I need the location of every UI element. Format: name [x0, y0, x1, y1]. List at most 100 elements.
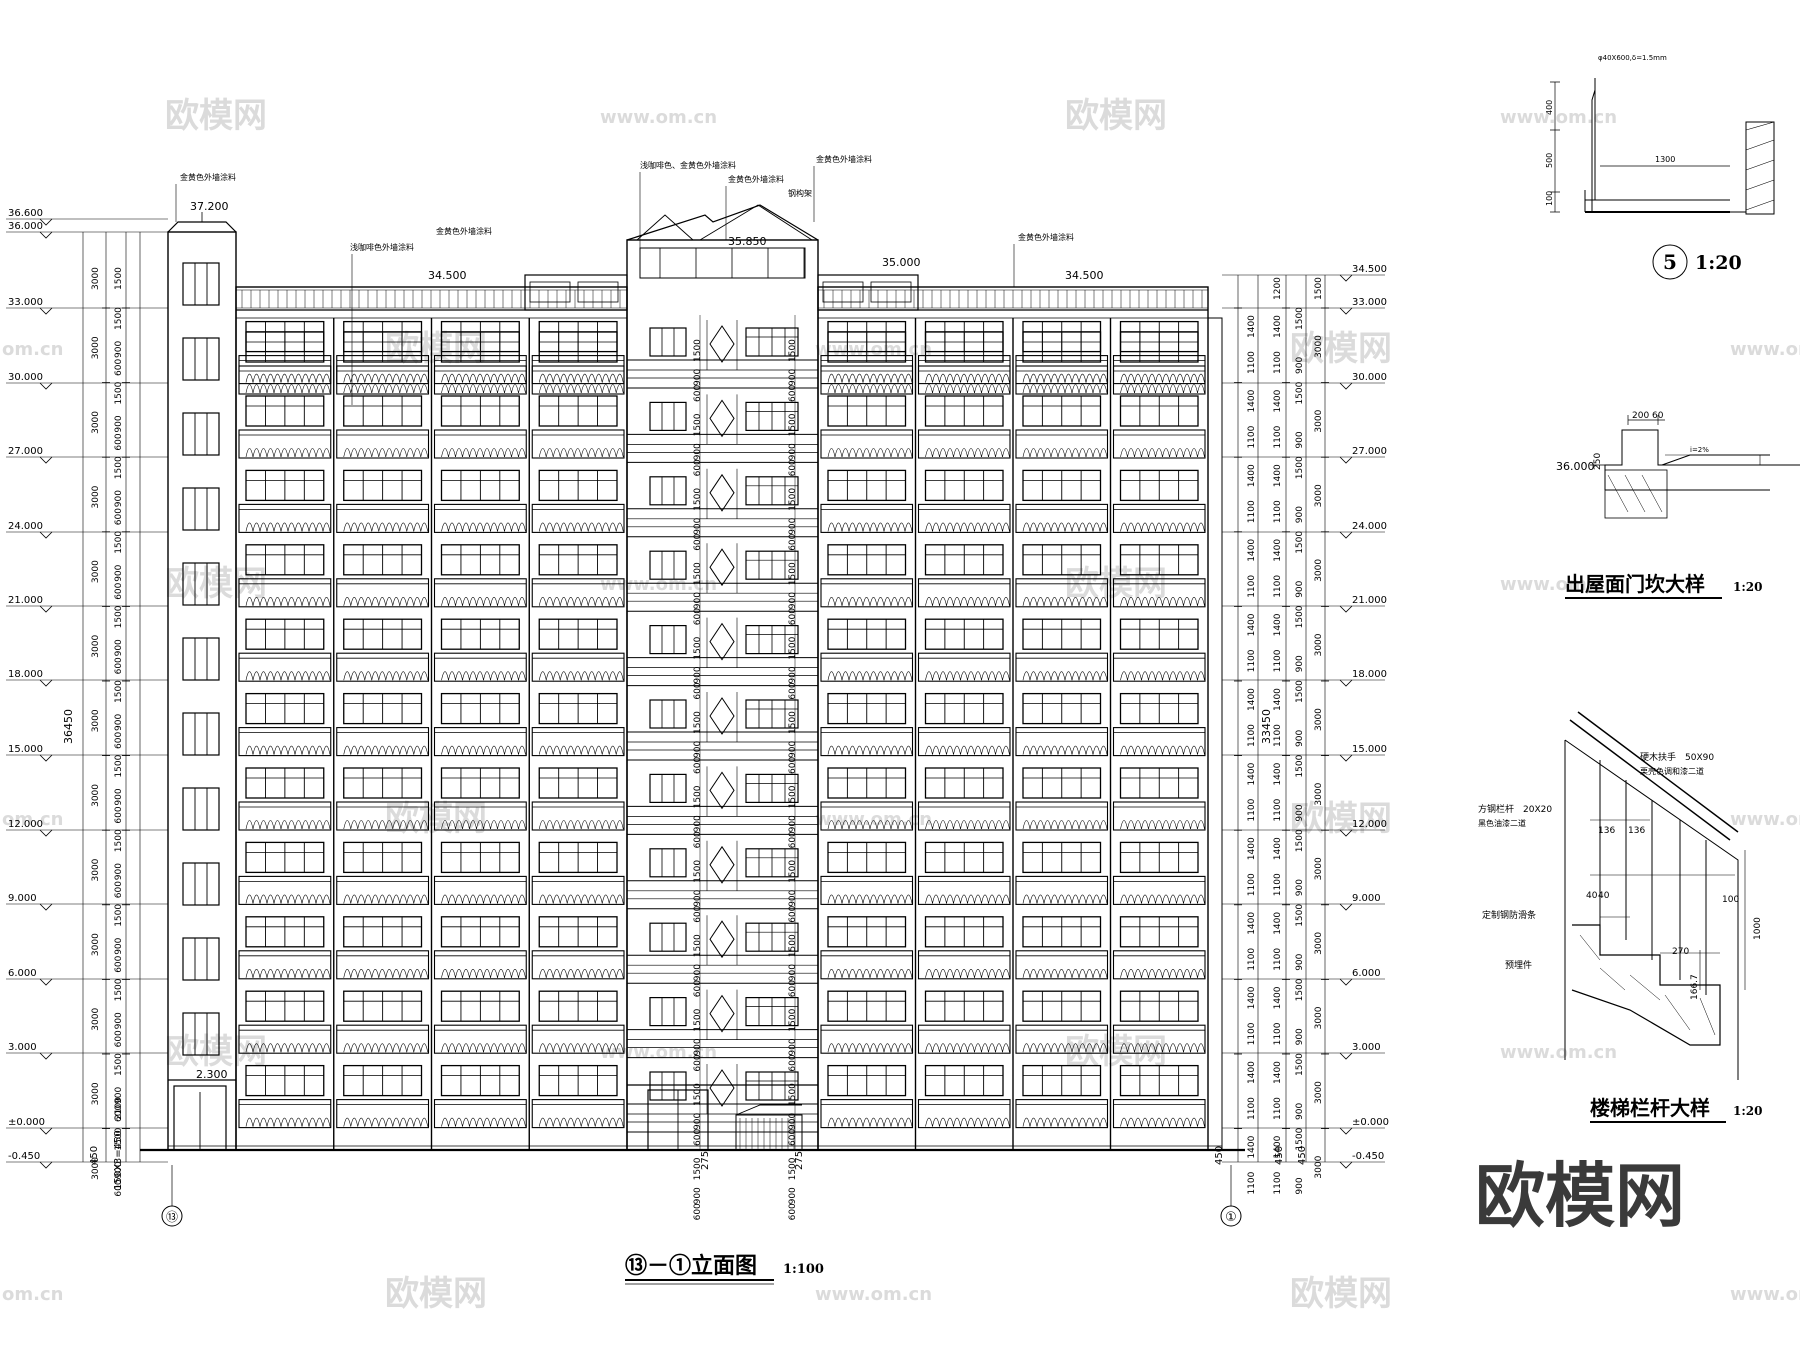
total-height-right: 33450: [1260, 709, 1273, 744]
watermark: om.cn: [2, 809, 63, 830]
dimension-text: 600: [693, 608, 703, 625]
dimension-text: 1500: [114, 904, 124, 927]
dimension-text: 1500: [1295, 978, 1305, 1001]
building-facade: [6, 166, 1385, 1206]
level-stair-top: 37.200: [190, 200, 229, 213]
dimension-text: 600: [693, 533, 703, 550]
dimension-text: 1100: [1247, 798, 1257, 821]
railing-scale: 1:20: [1733, 1104, 1762, 1118]
dimension-text: 1500: [114, 1053, 124, 1076]
dimension-text: 1100: [1247, 425, 1257, 448]
level-mark-right: 9.000: [1352, 893, 1381, 904]
dimension-text: 900: [1295, 580, 1305, 597]
dimension-text: 900: [114, 937, 124, 954]
dimension-text: 3000: [1314, 1081, 1324, 1104]
dimension-text: 600: [114, 508, 124, 525]
dimension-text: 900: [114, 564, 124, 581]
dimension-text: 600: [693, 1203, 703, 1220]
level-mark-left: 21.000: [8, 595, 43, 606]
dimension-text: 600: [114, 433, 124, 450]
detail-threshold: [1590, 415, 1800, 519]
dimension-text: 3000: [1314, 857, 1324, 880]
dimension-text: 1400: [1273, 1135, 1283, 1158]
watermark: www.om.cn: [815, 339, 932, 360]
dimension-text: 3000: [1314, 1155, 1324, 1178]
dimension-text: 1500: [1295, 307, 1305, 330]
material-note: 浅咖啡色、金黄色外墙涂料: [640, 160, 736, 170]
level-mark-left: 33.000: [8, 297, 43, 308]
dimension-text: 1100: [1247, 873, 1257, 896]
watermark: 欧模网: [1290, 1274, 1392, 1314]
dimension-text: 600: [788, 1203, 798, 1220]
dim-steps: 150X3=450: [113, 1130, 124, 1190]
threshold-title: 出屋面门坎大样: [1565, 572, 1705, 596]
dimension-text: 1100: [1273, 351, 1283, 374]
dimension-text: 1400: [1247, 315, 1257, 338]
dimension-text: 900: [114, 415, 124, 432]
dimension-text: 1100: [1247, 500, 1257, 523]
dimension-text: 1500: [114, 680, 124, 703]
dimension-text: 3000: [1314, 409, 1324, 432]
level-mark-left: 3.000: [8, 1042, 37, 1053]
dimension-text: 1400: [1247, 986, 1257, 1009]
dim: 40: [1598, 891, 1610, 901]
dimension-text: 1500: [788, 785, 798, 808]
dimension-text: 900: [114, 863, 124, 880]
dimension-text: 1500: [693, 413, 703, 436]
level-mark-right: 27.000: [1352, 446, 1387, 457]
dimension-text: 1100: [1247, 649, 1257, 672]
dimension-text: 900: [788, 1187, 798, 1204]
material-note: 金黄色外墙涂料: [436, 226, 492, 236]
dimension-text: 1400: [1273, 1061, 1283, 1084]
dimension-text: 1100: [1273, 500, 1283, 523]
dimension-text: 1500: [1295, 754, 1305, 777]
material-note: 金黄色外墙涂料: [728, 174, 784, 184]
dimension-text: 600: [788, 905, 798, 922]
dim-right-base: 450: [1214, 1146, 1225, 1165]
dimension-text: 1400: [1247, 389, 1257, 412]
dimension-text: 1100: [1273, 425, 1283, 448]
watermark: 欧模网: [1290, 329, 1392, 369]
dimension-text: 3000: [91, 858, 101, 881]
dimension-text: 1100: [1273, 1022, 1283, 1045]
dimension-text: 600: [114, 955, 124, 972]
watermark: om.cn: [2, 339, 63, 360]
dimension-text: 1500: [788, 1157, 798, 1180]
dim: 250: [1593, 453, 1603, 470]
level-mark-left: 24.000: [8, 521, 43, 532]
material-note: 钢构架: [788, 188, 812, 198]
dimension-text: 900: [788, 1113, 798, 1130]
dimension-text: 1500: [693, 339, 703, 362]
dimension-text: 900: [788, 815, 798, 832]
dimension-text: 900: [693, 815, 703, 832]
dimension-text: 900: [693, 517, 703, 534]
dimension-text: 600: [114, 1179, 124, 1196]
dimension-text: 900: [114, 788, 124, 805]
dimension-text: 1500: [1314, 277, 1324, 300]
dim: 200: [1632, 411, 1649, 421]
watermark: 欧模网: [1290, 799, 1392, 839]
dimension-text: 1500: [114, 605, 124, 628]
railing-embed: 预埋件: [1505, 959, 1532, 971]
watermark: 欧模网: [1065, 96, 1167, 136]
dimension-text: 1500: [788, 934, 798, 957]
dimension-text: 900: [1295, 655, 1305, 672]
dimension-text: 1500: [693, 488, 703, 511]
dim: 100: [1545, 191, 1554, 206]
dimension-text: 900: [788, 741, 798, 758]
dimension-text: 3000: [1314, 335, 1324, 358]
dimension-text: 3000: [1314, 633, 1324, 656]
dimension-text: 1400: [1273, 986, 1283, 1009]
dimension-text: 600: [788, 533, 798, 550]
dimension-text: 900: [114, 1087, 124, 1104]
dimension-text: 1500: [788, 711, 798, 734]
level-right-upper: 35.000: [882, 256, 921, 269]
railing-balusters: 方钢栏杆 20X20: [1478, 803, 1552, 815]
dimension-text: 1500: [1295, 605, 1305, 628]
dimension-text: 600: [788, 757, 798, 774]
watermark: 欧模网: [385, 1274, 487, 1314]
dimension-text: 3000: [1314, 1006, 1324, 1029]
dimension-text: 900: [114, 714, 124, 731]
dimension-text: 1400: [1247, 912, 1257, 935]
